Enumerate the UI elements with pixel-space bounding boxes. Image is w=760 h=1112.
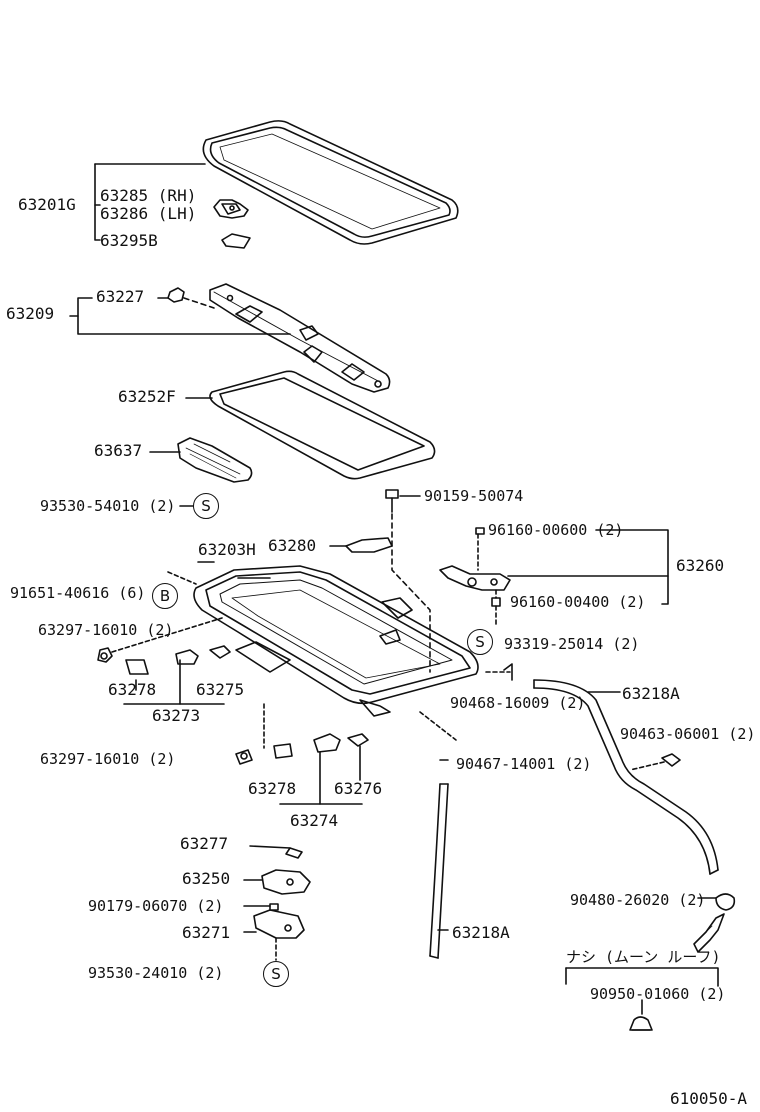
part-label: 93530-54010 (2) xyxy=(40,497,176,515)
part-label: 63297-16010 (2) xyxy=(40,750,176,768)
symbol-s-circle: S xyxy=(467,629,493,655)
part-label: 63280 xyxy=(268,536,317,555)
part-label: 63260 xyxy=(676,556,725,575)
part-label: 91651-40616 (6) xyxy=(10,584,146,602)
weatherstrip-drawing xyxy=(209,370,436,480)
shade-panel-drawing xyxy=(177,437,253,483)
part-label: 96160-00400 (2) xyxy=(510,593,646,611)
part-label: 63250 xyxy=(182,869,231,888)
part-label: 63286 (LH) xyxy=(100,204,197,223)
part-label: 63273 xyxy=(152,706,201,725)
part-label: 63201G xyxy=(18,195,76,214)
part-label: 96160-00600 (2) xyxy=(488,521,624,539)
part-label: 63271 xyxy=(182,923,231,942)
part-label: 90950-01060 (2) xyxy=(590,985,726,1003)
housing-frame-drawing xyxy=(193,565,479,717)
part-label: 63218A xyxy=(452,923,510,942)
part-label: 63252F xyxy=(118,387,176,406)
part-label: 63637 xyxy=(94,441,143,460)
part-label: 90468-16009 (2) xyxy=(450,694,586,712)
part-label: 90159-50074 xyxy=(424,487,524,505)
part-label: 63218A xyxy=(622,684,680,703)
part-label: 63285 (RH) xyxy=(100,186,197,205)
part-label: 63277 xyxy=(180,834,229,853)
part-label: 63278 xyxy=(108,680,157,699)
part-label: 63276 xyxy=(334,779,383,798)
hinge-clip-drawing xyxy=(213,199,249,219)
deflector-drawing xyxy=(209,283,391,393)
part-label: 93530-24010 (2) xyxy=(88,964,224,982)
glass-panel-drawing xyxy=(202,120,459,245)
part-label: 63295B xyxy=(100,231,158,250)
part-label: 93319-25014 (2) xyxy=(504,635,640,653)
drive-assembly-drawing xyxy=(439,527,511,607)
symbol-b-circle: B xyxy=(152,583,178,609)
part-label: 90179-06070 (2) xyxy=(88,897,224,915)
symbol-s-circle: S xyxy=(263,961,289,987)
figure-id: 610050-A xyxy=(670,1089,748,1108)
part-label: 63275 xyxy=(196,680,245,699)
part-label: 63203H xyxy=(198,540,256,559)
part-label: 90463-06001 (2) xyxy=(620,725,756,743)
part-label: 63278 xyxy=(248,779,297,798)
symbol-s-circle: S xyxy=(193,493,219,519)
part-label: 63209 xyxy=(6,304,55,323)
part-label: 63227 xyxy=(96,287,145,306)
part-label: 63274 xyxy=(290,811,339,830)
part-label: 63297-16010 (2) xyxy=(38,621,174,639)
part-label: 90480-26020 (2) xyxy=(570,891,706,909)
note-label: ナシ (ムーン ルーフ) xyxy=(566,948,721,966)
part-label: 90467-14001 (2) xyxy=(456,755,592,773)
